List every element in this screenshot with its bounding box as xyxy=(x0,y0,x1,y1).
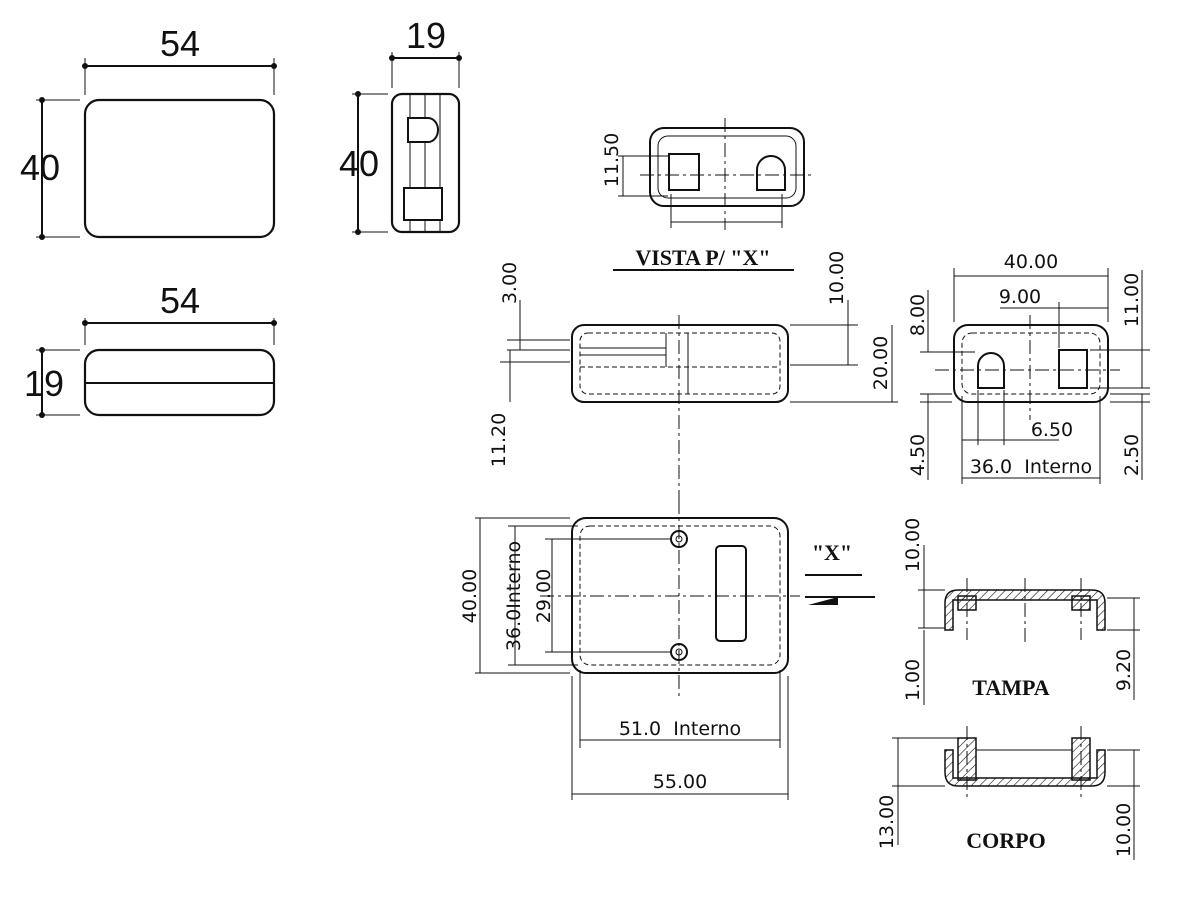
tampa-label: TAMPA xyxy=(972,675,1049,700)
x-marker: "X" xyxy=(812,540,852,565)
front-width-label: 54 xyxy=(160,23,200,64)
vista-view: 11.50 VISTA P/ "X" xyxy=(601,118,815,271)
side-height-label: 40 xyxy=(339,143,379,184)
tampa-bottom-dim: 1.00 xyxy=(902,659,924,701)
top-width-label: 54 xyxy=(160,280,200,321)
section-right-top-dim: 10.00 xyxy=(826,251,848,305)
vista-label: VISTA P/ "X" xyxy=(635,245,770,270)
section-top-dim: 3.00 xyxy=(499,262,521,304)
corpo-left-dim: 13.00 xyxy=(876,795,898,849)
corpo-right-dim: 10.00 xyxy=(1113,803,1135,857)
corpo-view: 13.00 10.00 CORPO xyxy=(876,726,1140,860)
section-view: 3.00 10.00 20.00 11.20 xyxy=(488,251,898,500)
plan-interior-width-dim: 51.0 Interno xyxy=(619,718,741,740)
tampa-top-dim: 10.00 xyxy=(902,518,924,572)
end-inner-dim: 9.00 xyxy=(999,286,1041,308)
plan-width-dim: 55.00 xyxy=(653,771,707,793)
plan-view: "X" 40.00 36.0Interno 29.00 51.0 Interno… xyxy=(459,500,875,800)
vista-height-dim: 11.50 xyxy=(601,133,623,187)
section-left-dim: 11.20 xyxy=(488,413,510,467)
section-right-dim: 20.00 xyxy=(870,336,892,390)
end-bottom-right-dim: 2.50 xyxy=(1121,434,1143,476)
end-width-dim: 40.00 xyxy=(1004,251,1058,273)
side-view: 19 40 xyxy=(339,15,462,235)
end-slot-dim: 6.50 xyxy=(1031,419,1073,441)
front-view: 54 40 xyxy=(20,23,277,240)
tampa-view: 10.00 1.00 9.20 TAMPA xyxy=(902,518,1140,705)
corpo-label: CORPO xyxy=(966,828,1045,853)
plan-height-dim: 40.00 xyxy=(459,569,481,623)
end-bottom-left-dim: 4.50 xyxy=(907,434,929,476)
side-width-label: 19 xyxy=(406,15,446,56)
end-top-right-dim: 11.00 xyxy=(1121,273,1143,327)
top-view: 54 19 xyxy=(24,280,277,418)
plan-hole-spacing-dim: 29.00 xyxy=(533,569,555,623)
end-interior-dim: 36.0 Interno xyxy=(970,456,1092,478)
end-view: 40.00 9.00 8.00 11.00 6.50 4.50 2.50 36.… xyxy=(907,251,1150,484)
front-height-label: 40 xyxy=(20,147,60,188)
tampa-right-dim: 9.20 xyxy=(1113,649,1135,691)
top-height-label: 19 xyxy=(24,363,64,404)
end-top-left-dim: 8.00 xyxy=(907,294,929,336)
plan-interior-height-dim: 36.0Interno xyxy=(503,541,525,651)
